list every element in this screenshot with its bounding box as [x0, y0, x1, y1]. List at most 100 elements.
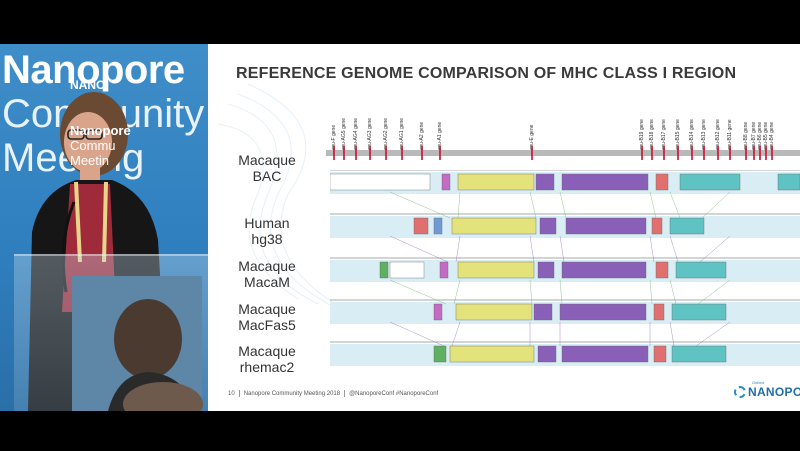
alignment-block: [451, 217, 537, 235]
alignment-connector: [669, 235, 679, 263]
alignment-block: [441, 173, 451, 191]
lectern-caption: Nanopore Commu Meetin: [70, 123, 131, 169]
alignment-connector: [649, 191, 657, 219]
alignment-connector: [559, 235, 565, 263]
track-label-line: Macaque: [238, 343, 296, 359]
alignment-connector: [695, 321, 731, 347]
alignment-connector: [455, 235, 461, 263]
brand-name: NANOPORE: [748, 385, 800, 399]
gene-axis-bar: [326, 150, 800, 156]
brand-small-text: Oxford: [752, 380, 765, 385]
alignment-block: [389, 261, 425, 279]
nanopore-logo-icon: [734, 386, 746, 398]
gene-tick: [369, 146, 371, 160]
track-label-line: Human: [244, 215, 290, 231]
gene-tick: [703, 146, 705, 160]
gene-tick: [745, 146, 747, 160]
lectern-logo: NANO: [70, 78, 106, 92]
alignment-block: [675, 261, 727, 279]
gene-tick: [401, 146, 403, 160]
gene-tick: [729, 146, 731, 160]
alignment-connector: [669, 279, 677, 305]
slide-watermark-swirl: [217, 83, 354, 315]
alignment-connector: [529, 191, 537, 219]
gene-axis: [326, 146, 800, 160]
track-label-line: Macaque: [238, 301, 296, 317]
letterbox-bottom: [0, 411, 800, 451]
alignment-block: [433, 217, 443, 235]
alignment-track-background: [330, 216, 800, 238]
alignment-connector: [389, 191, 451, 219]
alignment-block: [561, 261, 647, 279]
alignment-connector: [649, 235, 655, 263]
alignment-connector: [389, 279, 447, 305]
alignment-connector: [389, 321, 445, 347]
alignment-block: [433, 345, 447, 363]
alignment-connector: [559, 279, 563, 305]
lectern-caption-line-2: Commu: [70, 137, 116, 153]
alignment-block: [535, 173, 555, 191]
alignment-connector: [529, 279, 533, 305]
gene-tick: [759, 146, 761, 160]
gene-tick: [717, 146, 719, 160]
lectern-caption-line-3: Meetin: [70, 152, 110, 168]
footer-separator: [238, 390, 240, 397]
letterbox-top: [0, 0, 800, 44]
presentation-slide: REFERENCE GENOME COMPARISON OF MHC CLASS…: [208, 44, 800, 411]
speaker-stage: Nanopore Community Meeting NANO Nanopore…: [0, 44, 208, 411]
gene-tick: [385, 146, 387, 160]
gene-tick: [771, 146, 773, 160]
track-label-line: hg38: [251, 231, 283, 248]
alignment-connector: [457, 191, 461, 219]
alignment-block: [561, 173, 649, 191]
audience-heads: [108, 299, 203, 411]
alignment-block: [679, 173, 741, 191]
track-label-line: MacaM: [244, 274, 290, 291]
gene-tick: [663, 146, 665, 160]
alignment-block: [413, 217, 429, 235]
alignment-block: [651, 217, 663, 235]
alignment-block: [539, 217, 557, 235]
alignment-connector: [559, 191, 567, 219]
alignment-connector: [451, 321, 461, 347]
alignment-block: [777, 173, 800, 191]
slide-page-number: 10: [228, 391, 235, 398]
alignment-connector: [453, 279, 461, 305]
alignment-block: [565, 217, 647, 235]
gene-tick: [333, 146, 335, 160]
genome-alignment-view: [330, 170, 800, 366]
alignment-block: [455, 303, 533, 321]
track-label-line: Macaque: [238, 152, 296, 168]
track-label-macaque-macam: Macaque MacaM: [208, 258, 326, 290]
track-label-macaque-bac: Macaque BAC: [208, 152, 326, 184]
alignment-connector: [669, 191, 681, 219]
alignment-block: [379, 261, 389, 279]
alignment-block: [330, 173, 431, 191]
footer-separator: [344, 390, 346, 397]
track-label-macaque-macfas5: Macaque MacFas5: [208, 301, 326, 333]
track-label-line: MacFas5: [238, 317, 296, 334]
alignment-block: [533, 303, 553, 321]
alignment-connector: [389, 235, 449, 263]
alignment-block: [671, 345, 727, 363]
oxford-nanopore-logo: Oxford NANOPORE: [734, 380, 800, 404]
alignment-block: [457, 261, 535, 279]
alignment-block: [537, 345, 557, 363]
alignment-connector: [701, 191, 731, 219]
footer-event: Nanopore Community Meeting 2018: [243, 391, 341, 398]
track-label-line: Macaque: [238, 258, 296, 274]
alignment-connector: [697, 279, 731, 305]
gene-tick: [651, 146, 653, 160]
track-label-human-hg38: Human hg38: [208, 215, 326, 247]
gene-tick: [343, 146, 345, 160]
alignment-block: [671, 303, 727, 321]
alignment-block: [537, 261, 555, 279]
alignment-block: [561, 345, 649, 363]
alignment-block: [653, 345, 667, 363]
banner-line-1: Nanopore: [2, 48, 185, 92]
lectern-caption-line-1: Nanopore: [70, 123, 131, 138]
gene-tick: [439, 146, 441, 160]
alignment-block: [449, 345, 535, 363]
alignment-connector: [669, 321, 675, 347]
